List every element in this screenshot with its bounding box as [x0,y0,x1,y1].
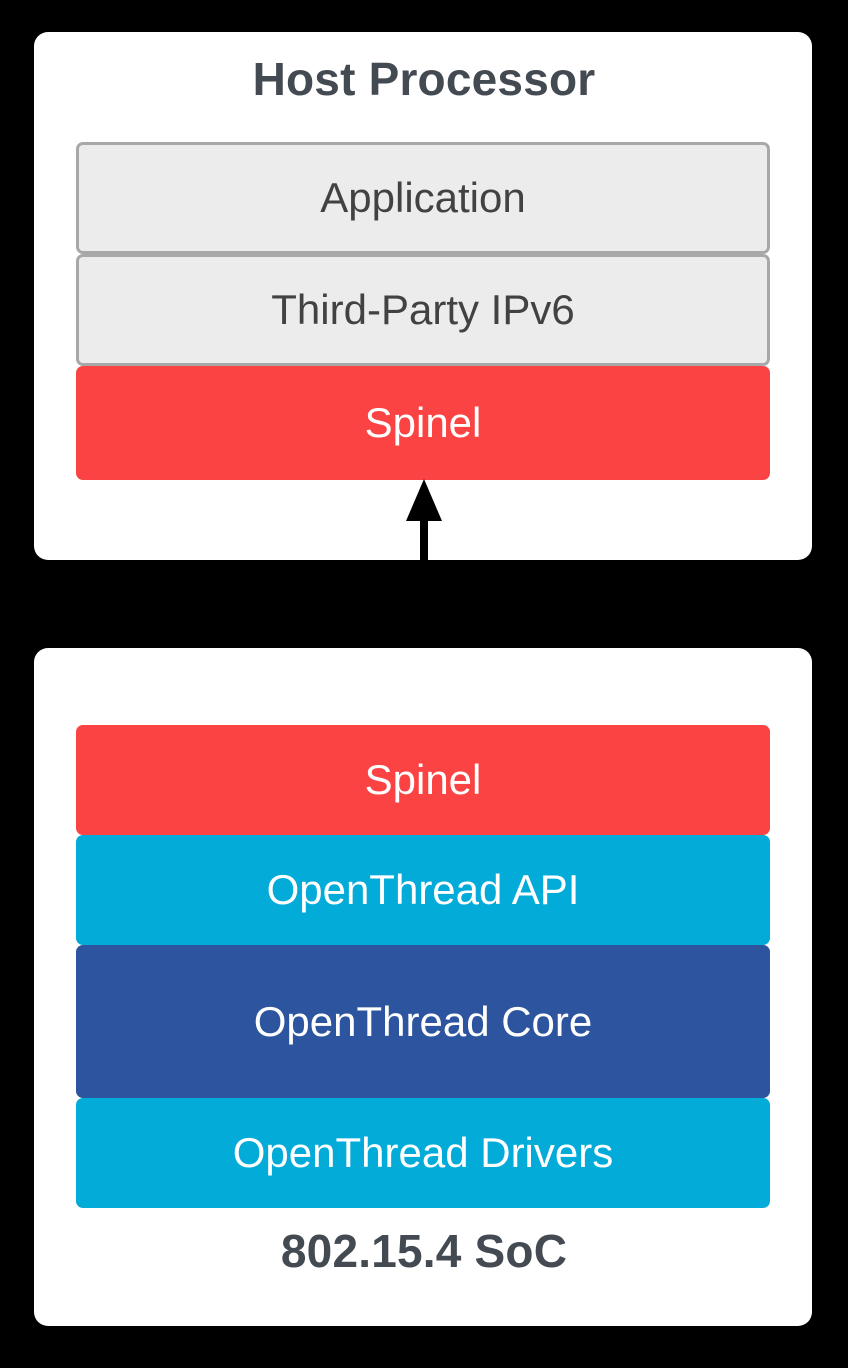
panel-title-host-processor: Host Processor [252,53,596,105]
panel-title-802-15-4-soc: 802.15.4 SoC [280,1225,568,1277]
layer-box-openthread-drivers: OpenThread Drivers [76,1098,770,1208]
layer-box-openthread-core: OpenThread Core [76,945,770,1098]
layer-label-application: Application [320,174,526,221]
layer-label-openthread-core: OpenThread Core [253,997,593,1045]
layer-label-openthread-api: OpenThread API [266,866,580,913]
layer-label-spinel-soc: Spinel [364,756,482,803]
layer-box-spinel-soc: Spinel [76,725,770,835]
layer-label-spinel-host: Spinel [364,399,482,446]
layer-box-openthread-api: OpenThread API [76,835,770,945]
layer-box-application: Application [76,142,770,254]
layer-label-openthread-drivers: OpenThread Drivers [232,1129,614,1176]
layer-label-third-party-ipv6: Third-Party IPv6 [271,286,575,333]
layer-box-spinel-host: Spinel [76,366,770,480]
layer-box-third-party-ipv6: Third-Party IPv6 [76,254,770,366]
